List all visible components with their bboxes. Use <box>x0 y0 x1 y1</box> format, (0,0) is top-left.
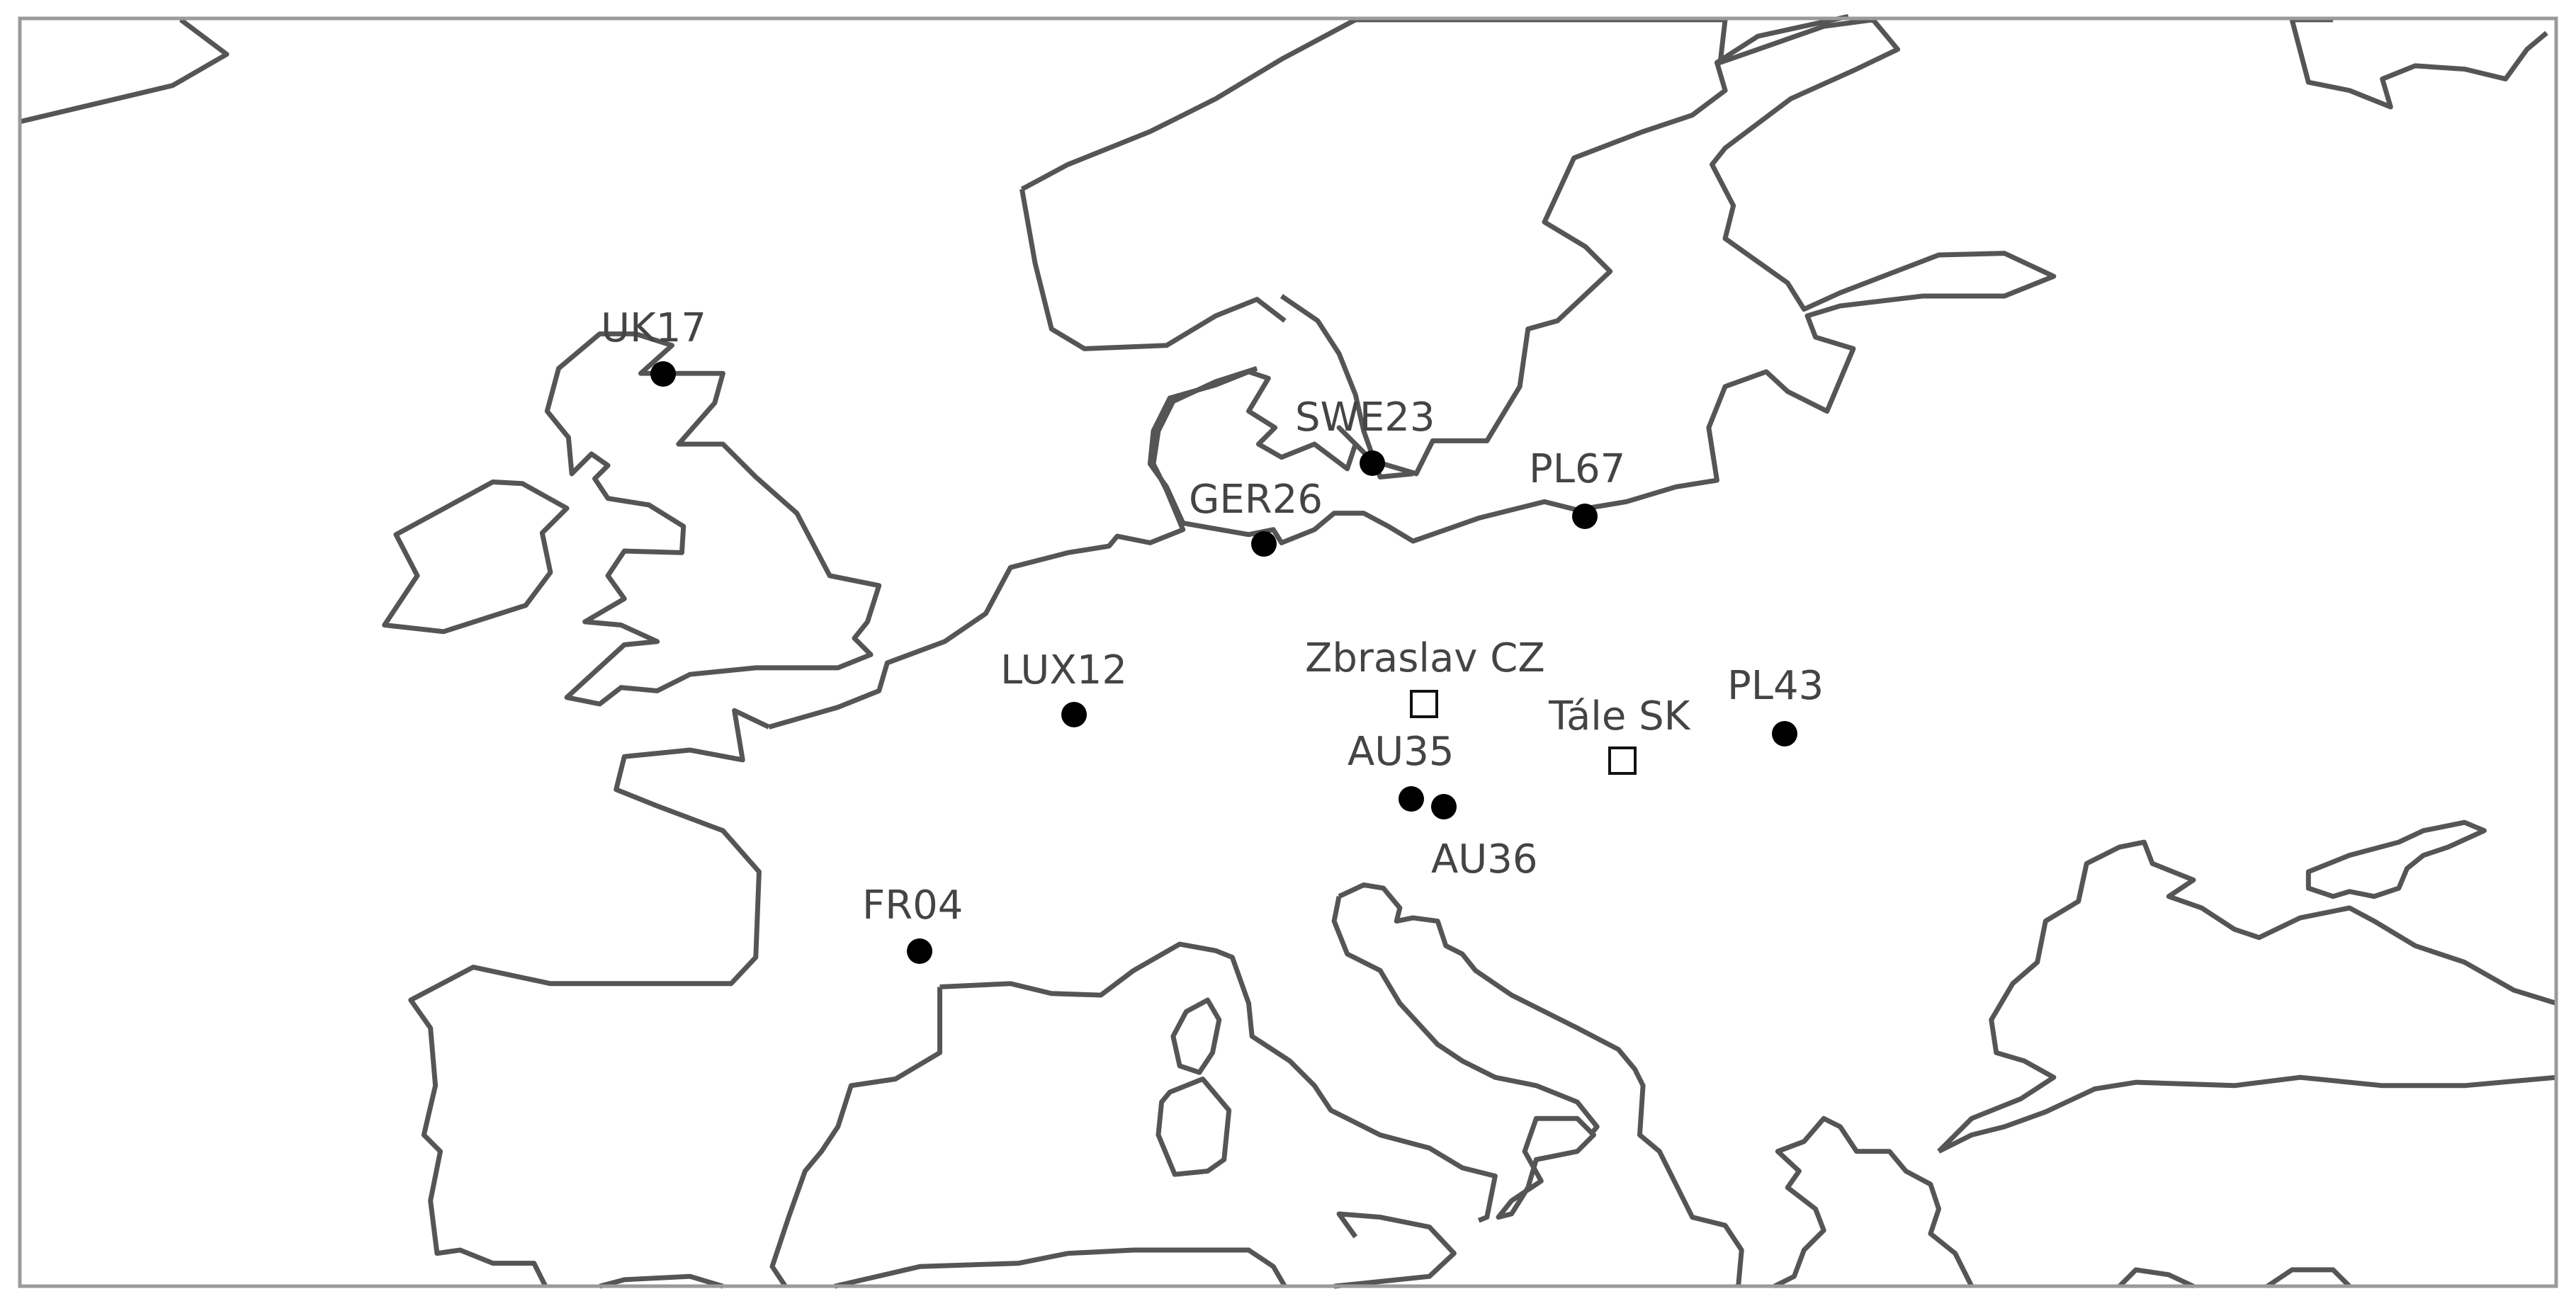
site-marker-au35[interactable] <box>1399 786 1424 812</box>
coastline-ireland <box>382 479 570 635</box>
coastline-cyprus-bottom <box>2118 1267 2351 1289</box>
site-label-pl67: PL67 <box>1529 446 1625 492</box>
site-marker-lux12[interactable] <box>1061 702 1087 727</box>
coastline-top-right <box>2289 17 2548 110</box>
site-label-fr04: FR04 <box>862 882 963 929</box>
coastline-iberia-east <box>769 987 943 1288</box>
coastline-corsica <box>1170 997 1222 1075</box>
site-marker-ger26[interactable] <box>1251 531 1277 557</box>
site-label-ger26: GER26 <box>1189 477 1323 523</box>
site-markers: UK17 SWE23 PL67 GER26 LUX12 Zbraslav CZ … <box>601 305 1824 964</box>
site-label-au35: AU35 <box>1348 729 1454 775</box>
coastline-sweden-south <box>1279 294 1413 479</box>
coastline-france-iberia <box>408 708 770 1288</box>
site-label-zbraslav-cz: Zbraslav CZ <box>1305 635 1545 681</box>
map-frame <box>18 16 2558 1288</box>
site-label-tale-sk: Tále SK <box>1548 693 1691 739</box>
site-marker-zbraslav-cz[interactable] <box>1410 690 1438 718</box>
site-marker-tale-sk[interactable] <box>1608 746 1637 775</box>
coastline-scandinavia <box>1020 13 2057 545</box>
coastline-italy <box>599 941 1597 1289</box>
coastline-crimea <box>2305 819 2487 899</box>
coastline-iceland <box>19 18 230 125</box>
coastline-sardinia <box>1156 1077 1232 1177</box>
coastline-turkey <box>1937 839 2558 1154</box>
site-label-lux12: LUX12 <box>1000 647 1127 693</box>
site-label-uk17: UK17 <box>601 305 706 351</box>
site-label-au36: AU36 <box>1431 836 1538 882</box>
site-marker-uk17[interactable] <box>650 361 676 387</box>
site-marker-swe23[interactable] <box>1360 450 1385 476</box>
site-marker-au36[interactable] <box>1431 794 1457 819</box>
coastline-greece <box>1773 1115 1975 1289</box>
site-marker-pl43[interactable] <box>1772 721 1797 746</box>
coastlines <box>19 13 2558 1289</box>
site-label-swe23: SWE23 <box>1295 394 1435 441</box>
site-marker-pl67[interactable] <box>1572 504 1598 529</box>
site-label-pl43: PL43 <box>1727 663 1824 709</box>
coastline-great-britain <box>544 331 882 707</box>
site-marker-fr04[interactable] <box>907 938 932 964</box>
coastline-denmark-germany <box>768 365 1258 729</box>
coastline-sweden-west <box>1019 188 1287 351</box>
coastline-balkans <box>1331 882 1744 1287</box>
